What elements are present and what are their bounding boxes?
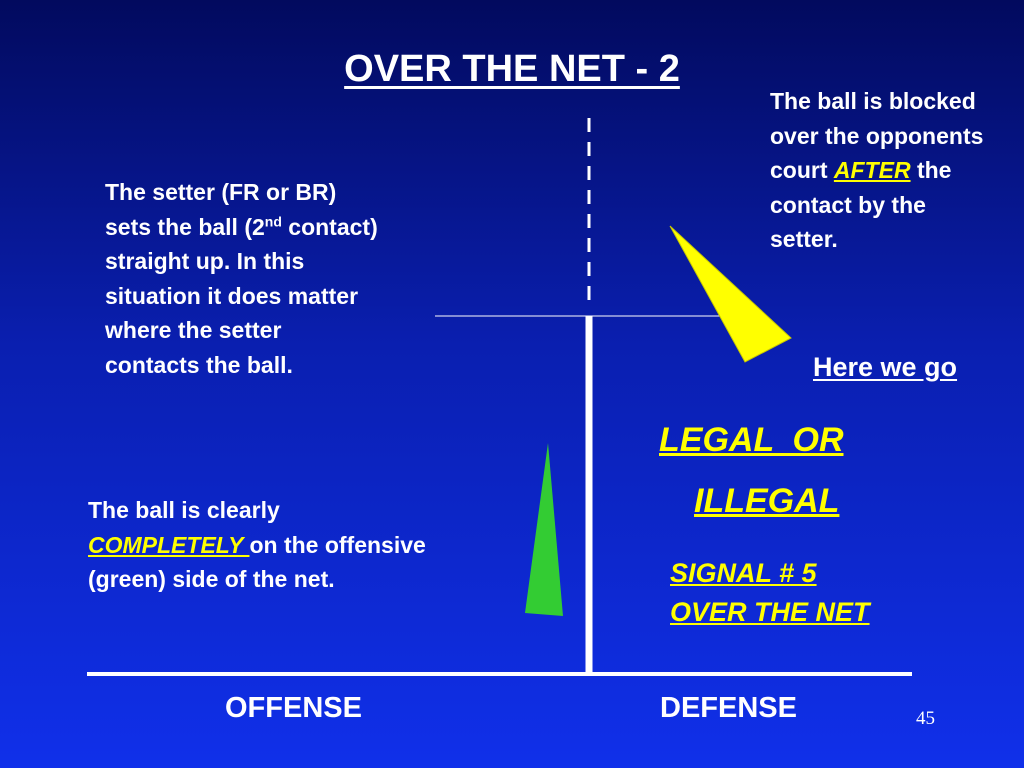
block-description: The ball is blocked over the opponents c…: [770, 84, 1000, 257]
block-yellow-arrow: [669, 225, 792, 363]
setter-text-part1: The setter (FR or BR) sets the ball (2: [105, 179, 337, 240]
block-text-part1: The ball is blocked over the opponents c…: [770, 88, 984, 183]
setter-text-part2: contact) straight up. In this situation …: [105, 213, 378, 378]
here-we-go-link[interactable]: Here we go: [813, 352, 958, 382]
offense-green-arrow: [525, 443, 563, 616]
question-illegal: ILLEGAL: [694, 482, 840, 520]
setter-text-superscript: nd: [264, 212, 282, 229]
offense-text-emphasis: COMPLETELY: [88, 531, 250, 558]
defense-label: DEFENSE: [660, 692, 797, 724]
signal-name: OVER THE NET: [670, 597, 870, 627]
offense-text-part2: on the offensive (green) side of the net…: [88, 531, 426, 593]
page-number: 45: [916, 708, 935, 729]
signal-number: SIGNAL # 5: [670, 558, 817, 588]
slide-title: OVER THE NET - 2: [344, 48, 680, 90]
question-legal-or: LEGAL OR: [659, 421, 844, 459]
offense-label: OFFENSE: [225, 692, 362, 724]
block-text-part2: the contact by the setter.: [770, 157, 952, 252]
block-text-emphasis: AFTER: [833, 157, 911, 183]
setter-description: The setter (FR or BR) sets the ball (2nd…: [105, 175, 380, 382]
offense-description: The ball is clearly COMPLETELY on the of…: [88, 493, 428, 597]
offense-text-part1: The ball is clearly: [88, 497, 280, 523]
